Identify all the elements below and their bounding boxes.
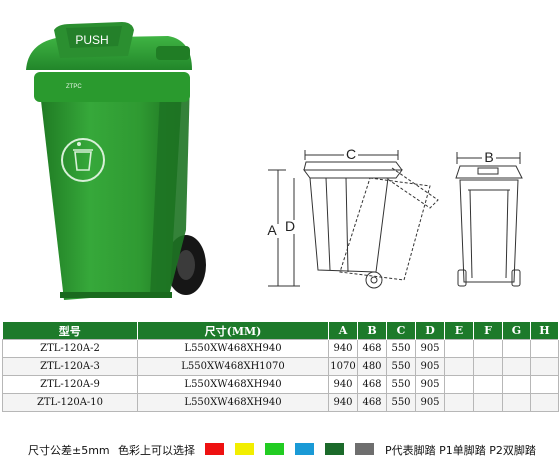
table-cell (502, 339, 531, 358)
dimension-label-d: D (285, 218, 295, 234)
column-header: E (444, 322, 474, 340)
table-cell: ZTL-120A-3 (2, 357, 138, 376)
table-cell: ZTL-120A-9 (2, 375, 138, 394)
color-swatch-dark-green[interactable] (325, 443, 344, 455)
table-cell: ZTL-120A-2 (2, 339, 138, 358)
table-cell (530, 339, 559, 358)
table-cell: 905 (415, 339, 445, 358)
dimension-label-a: A (267, 222, 277, 238)
push-label: PUSH (75, 33, 108, 47)
column-header: A (328, 322, 358, 340)
front-view-drawing (455, 152, 523, 287)
table-cell: ZTL-120A-10 (2, 393, 138, 412)
table-cell: 468 (357, 375, 387, 394)
footer-legend: 尺寸公差±5mm 色彩上可以选择 P代表脚踏 P1单脚踏 P2双脚踏 (0, 440, 560, 460)
color-swatch-blue[interactable] (295, 443, 314, 455)
table-cell: 905 (415, 357, 445, 376)
table-cell (444, 339, 474, 358)
bin-body (40, 92, 182, 300)
column-header: 尺寸(MM) (137, 322, 329, 340)
table-cell: L550XW468XH940 (137, 375, 329, 394)
dimension-label-c: C (346, 146, 356, 162)
column-header: F (473, 322, 503, 340)
table-cell (444, 375, 474, 394)
column-header: H (530, 322, 559, 340)
dimension-label-b: B (484, 149, 493, 165)
table-cell (473, 339, 503, 358)
table-cell (473, 357, 503, 376)
color-swatch-yellow[interactable] (235, 443, 254, 455)
table-cell (473, 375, 503, 394)
table-cell: 468 (357, 339, 387, 358)
color-option-label: 色彩上可以选择 (118, 444, 195, 457)
table-cell (530, 375, 559, 394)
brand-label: ZTPC (66, 84, 82, 90)
table-cell: 550 (386, 339, 416, 358)
side-view-drawing (268, 150, 439, 289)
column-header: D (415, 322, 445, 340)
table-cell (444, 357, 474, 376)
green-bin-image (26, 22, 206, 300)
table-cell: 1070 (328, 357, 358, 376)
table-cell: 940 (328, 339, 358, 358)
table-cell: L550XW468XH940 (137, 339, 329, 358)
color-swatch-gray[interactable] (355, 443, 374, 455)
table-cell: 905 (415, 393, 445, 412)
table-cell: L550XW468XH940 (137, 393, 329, 412)
table-cell: 550 (386, 357, 416, 376)
recycle-logo-circle (61, 138, 105, 182)
pedal-note: P代表脚踏 P1单脚踏 P2双脚踏 (385, 444, 536, 457)
table-cell: 480 (357, 357, 387, 376)
table-cell (530, 393, 559, 412)
table-cell: L550XW468XH1070 (137, 357, 329, 376)
waste-bin-icon (74, 151, 92, 171)
column-header: C (386, 322, 416, 340)
table-cell: 550 (386, 393, 416, 412)
column-header: G (502, 322, 531, 340)
table-cell: 905 (415, 375, 445, 394)
color-swatch-green[interactable] (265, 443, 284, 455)
table-cell: 940 (328, 393, 358, 412)
product-figure: PUSH ZTPC C A D (26, 22, 523, 300)
table-cell (502, 393, 531, 412)
table-cell (502, 357, 531, 376)
table-cell (473, 393, 503, 412)
table-cell (444, 393, 474, 412)
table-cell (502, 375, 531, 394)
color-swatch-red[interactable] (205, 443, 224, 455)
tolerance-note: 尺寸公差±5mm (28, 444, 110, 457)
column-header: B (357, 322, 387, 340)
table-cell: 940 (328, 375, 358, 394)
table-cell: 468 (357, 393, 387, 412)
table-cell: 550 (386, 375, 416, 394)
table-cell (530, 357, 559, 376)
column-header: 型号 (2, 322, 138, 340)
